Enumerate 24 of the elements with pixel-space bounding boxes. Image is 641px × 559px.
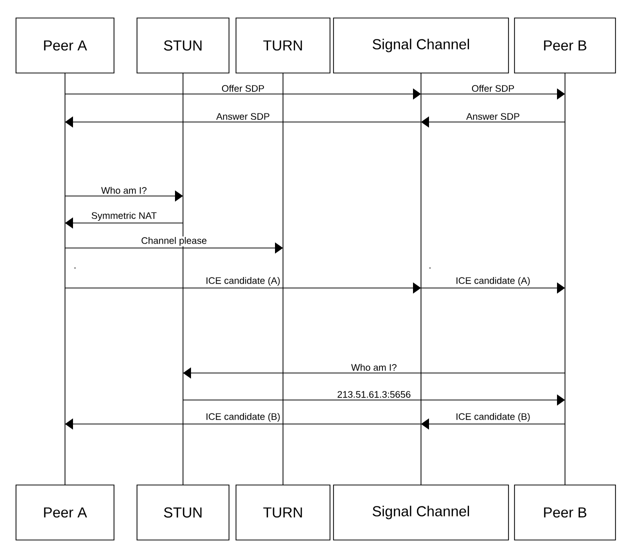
edge-label: Symmetric NAT <box>90 211 158 222</box>
participant-box: STUN <box>136 484 230 540</box>
participant-box: TURN <box>236 484 330 540</box>
edge-label: 213.51.61.3:5656 <box>336 390 412 398</box>
edge-label: Answer SDP <box>466 112 520 120</box>
edge-label: Answer SDP <box>216 112 270 120</box>
participant-box: STUN <box>136 18 230 74</box>
edge-label: ICE candidate (B) <box>205 412 281 422</box>
edge-label: ICE candidate (A) <box>455 276 531 286</box>
edge-label: Who am I? <box>100 186 148 194</box>
participant-box: Signal Channel <box>333 18 509 74</box>
participant-box: Signal Channel <box>333 484 509 540</box>
edge-label: Who am I? <box>350 363 398 372</box>
participant-box: Peer B <box>514 484 616 540</box>
participant-box: Peer B <box>514 18 616 74</box>
participant-box: Peer A <box>16 484 114 540</box>
participant-box: Peer A <box>16 18 114 74</box>
dot-label: . <box>74 267 76 268</box>
edge-label: ICE candidate (B) <box>455 412 531 422</box>
edge-label: Offer SDP <box>221 84 265 92</box>
edge-label: ICE candidate (A) <box>205 276 281 286</box>
participant-box: TURN <box>236 18 330 74</box>
edge-label: Offer SDP <box>471 84 515 92</box>
edge-label: Channel please <box>140 236 208 246</box>
